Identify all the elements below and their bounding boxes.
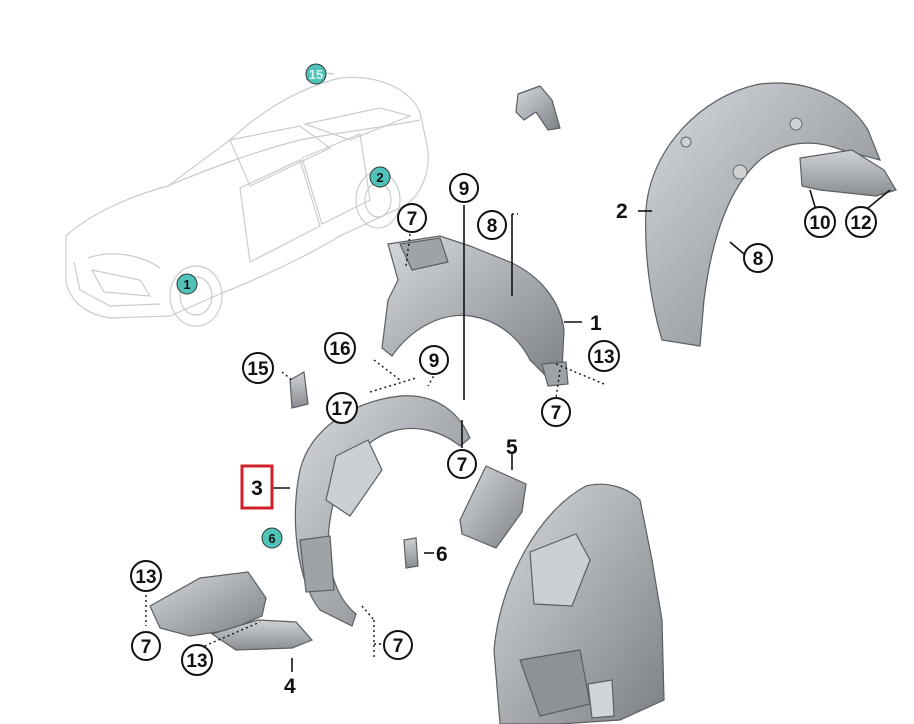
svg-text:8: 8 xyxy=(753,249,764,270)
callout-13-right: 13 xyxy=(588,340,620,372)
label-part-4: 4 xyxy=(284,675,296,698)
label-part-2: 2 xyxy=(616,200,628,223)
svg-text:2: 2 xyxy=(376,170,383,185)
svg-text:13: 13 xyxy=(186,651,207,672)
callout-9-mid: 9 xyxy=(419,345,449,375)
svg-text:7: 7 xyxy=(407,209,418,230)
part-2-rear-liner xyxy=(645,82,897,347)
callout-8-rear: 8 xyxy=(743,243,773,273)
svg-text:9: 9 xyxy=(429,351,440,372)
svg-text:7: 7 xyxy=(551,403,562,424)
callout-10: 10 xyxy=(804,206,836,238)
callout-7-mid: 7 xyxy=(447,449,477,479)
callout-7-right: 7 xyxy=(541,397,571,427)
svg-text:10: 10 xyxy=(809,213,830,234)
svg-text:9: 9 xyxy=(459,179,470,200)
car-outline xyxy=(65,72,429,327)
part-5-cover xyxy=(459,465,527,549)
part-6-clip xyxy=(403,537,419,569)
leader-lines xyxy=(145,189,891,672)
svg-text:15: 15 xyxy=(309,67,323,82)
svg-text:13: 13 xyxy=(593,347,614,368)
marker-6: 6 xyxy=(261,527,283,549)
svg-text:16: 16 xyxy=(329,339,350,360)
callout-12: 12 xyxy=(845,206,877,238)
label-part-6: 6 xyxy=(436,543,448,566)
callout-13-bottom: 13 xyxy=(181,644,213,676)
svg-text:7: 7 xyxy=(457,455,468,476)
svg-text:6: 6 xyxy=(268,531,275,546)
label-part-1: 1 xyxy=(590,312,602,335)
svg-text:3: 3 xyxy=(251,477,263,500)
callout-7-left: 7 xyxy=(131,631,161,661)
callout-13-left: 13 xyxy=(130,560,162,592)
part-15-clip xyxy=(289,371,309,409)
svg-text:15: 15 xyxy=(247,359,269,380)
part-front-liner-large xyxy=(493,483,665,724)
callout-7-top: 7 xyxy=(397,203,427,233)
callout-9-top: 9 xyxy=(449,173,479,203)
part-3-front-liner xyxy=(294,395,471,627)
callout-8-top: 8 xyxy=(477,210,507,240)
callout-17: 17 xyxy=(326,392,358,424)
svg-text:12: 12 xyxy=(850,213,871,234)
part-4-underbody-panel xyxy=(149,571,314,651)
svg-text:17: 17 xyxy=(331,399,352,420)
part-bracket-top xyxy=(515,85,561,131)
svg-text:7: 7 xyxy=(141,637,152,658)
car-marker-1: 1 xyxy=(176,273,198,295)
callout-7-bottom: 7 xyxy=(383,630,413,660)
label-part-5: 5 xyxy=(506,436,518,459)
svg-text:13: 13 xyxy=(135,567,156,588)
label-part-3-highlight: 3 xyxy=(240,464,274,510)
car-marker-2: 2 xyxy=(369,166,391,188)
callout-16: 16 xyxy=(324,332,356,364)
car-marker-15: 15 xyxy=(305,63,327,85)
svg-text:1: 1 xyxy=(183,277,190,292)
svg-text:8: 8 xyxy=(487,216,498,237)
callout-15: 15 xyxy=(242,352,274,384)
svg-text:7: 7 xyxy=(393,636,404,657)
part-1-front-liner-rear-section xyxy=(381,235,569,387)
